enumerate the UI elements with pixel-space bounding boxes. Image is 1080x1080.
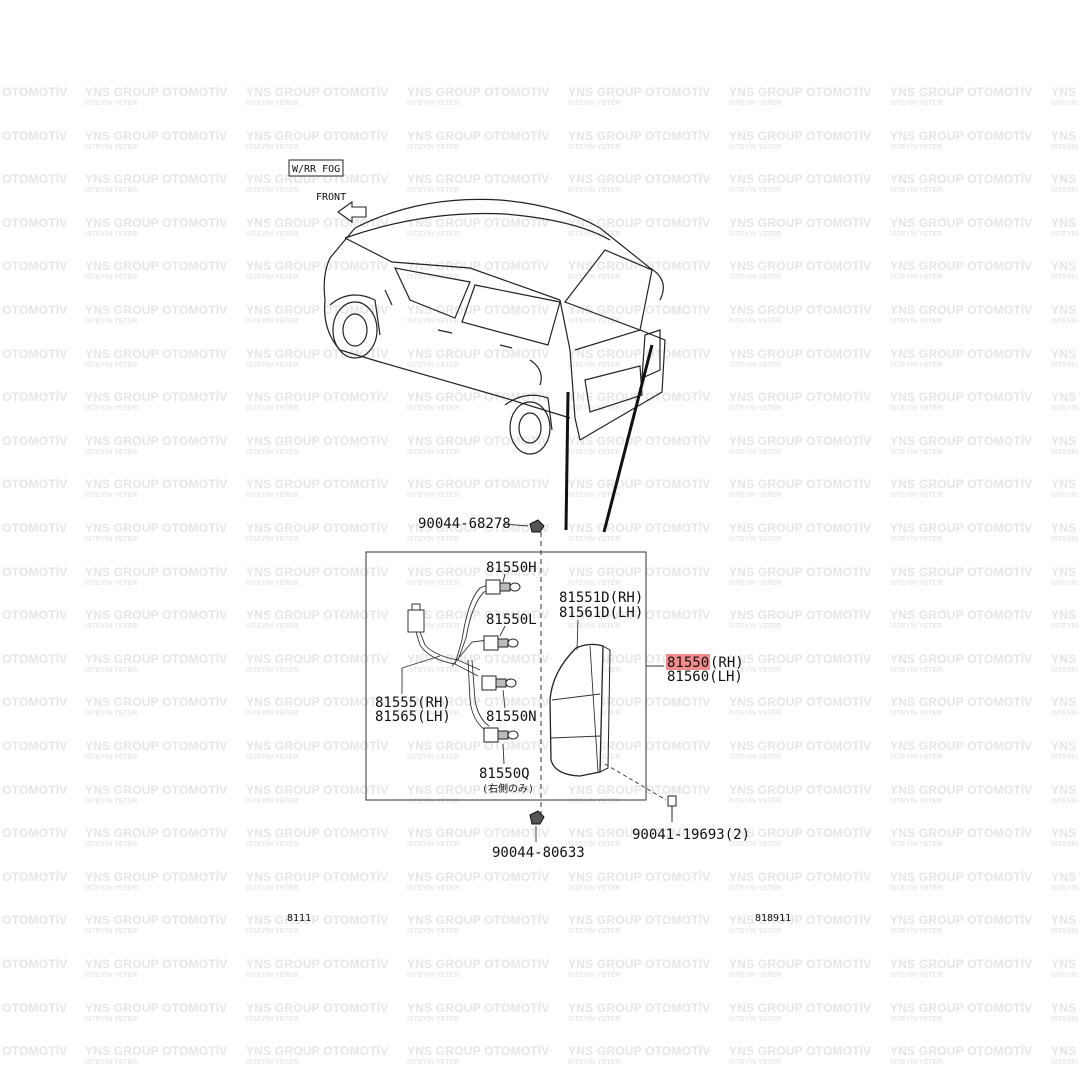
callout-81550h: 81550H [486, 560, 537, 576]
callout-81550n: 81550N [486, 709, 537, 725]
tail-lamp-lens [549, 643, 611, 777]
footer-code-left: 8111 [287, 913, 311, 924]
callout-90044-68278: 90044-68278 [418, 516, 511, 532]
callout-81560-lh: 81560(LH) [667, 669, 743, 685]
callout-81561d-lh: 81561D(LH) [559, 605, 643, 621]
callout-81550l: 81550L [486, 612, 537, 628]
clip-top-icon [529, 519, 545, 533]
callout-81550q-note: (右側のみ) [482, 782, 534, 795]
callout-81550q: 81550Q [479, 766, 530, 782]
callout-90044-80633: 90044-80633 [492, 845, 585, 861]
highlight-box [666, 654, 710, 670]
car-illustration [323, 198, 666, 455]
callout-81555-rh: 81555(RH) [375, 695, 451, 711]
callout-81565-lh: 81565(LH) [375, 709, 451, 725]
callout-90041-19693: 90041-19693(2) [632, 827, 750, 843]
socket-81550h-icon [485, 579, 521, 595]
footer-code-right: 818911 [755, 913, 791, 924]
socket-81550q-icon [483, 727, 519, 743]
screw-icon [667, 795, 677, 822]
assembly-frame [365, 532, 647, 816]
wiring-harness [407, 583, 493, 731]
front-label: FRONT [316, 192, 346, 203]
clip-bottom-icon [529, 810, 545, 825]
callout-81550-main: 81550 [667, 655, 709, 671]
callout-81550-rh-suffix: (RH) [710, 655, 744, 671]
option-box: W/RR FOG [288, 159, 344, 177]
socket-81550l-icon [483, 635, 519, 651]
callout-81551d-rh: 81551D(RH) [559, 590, 643, 606]
option-box-label: W/RR FOG [292, 164, 340, 175]
socket-81550n-icon [481, 675, 517, 691]
front-arrow-icon: FRONT [316, 192, 367, 224]
car-leader-lines [564, 344, 654, 533]
